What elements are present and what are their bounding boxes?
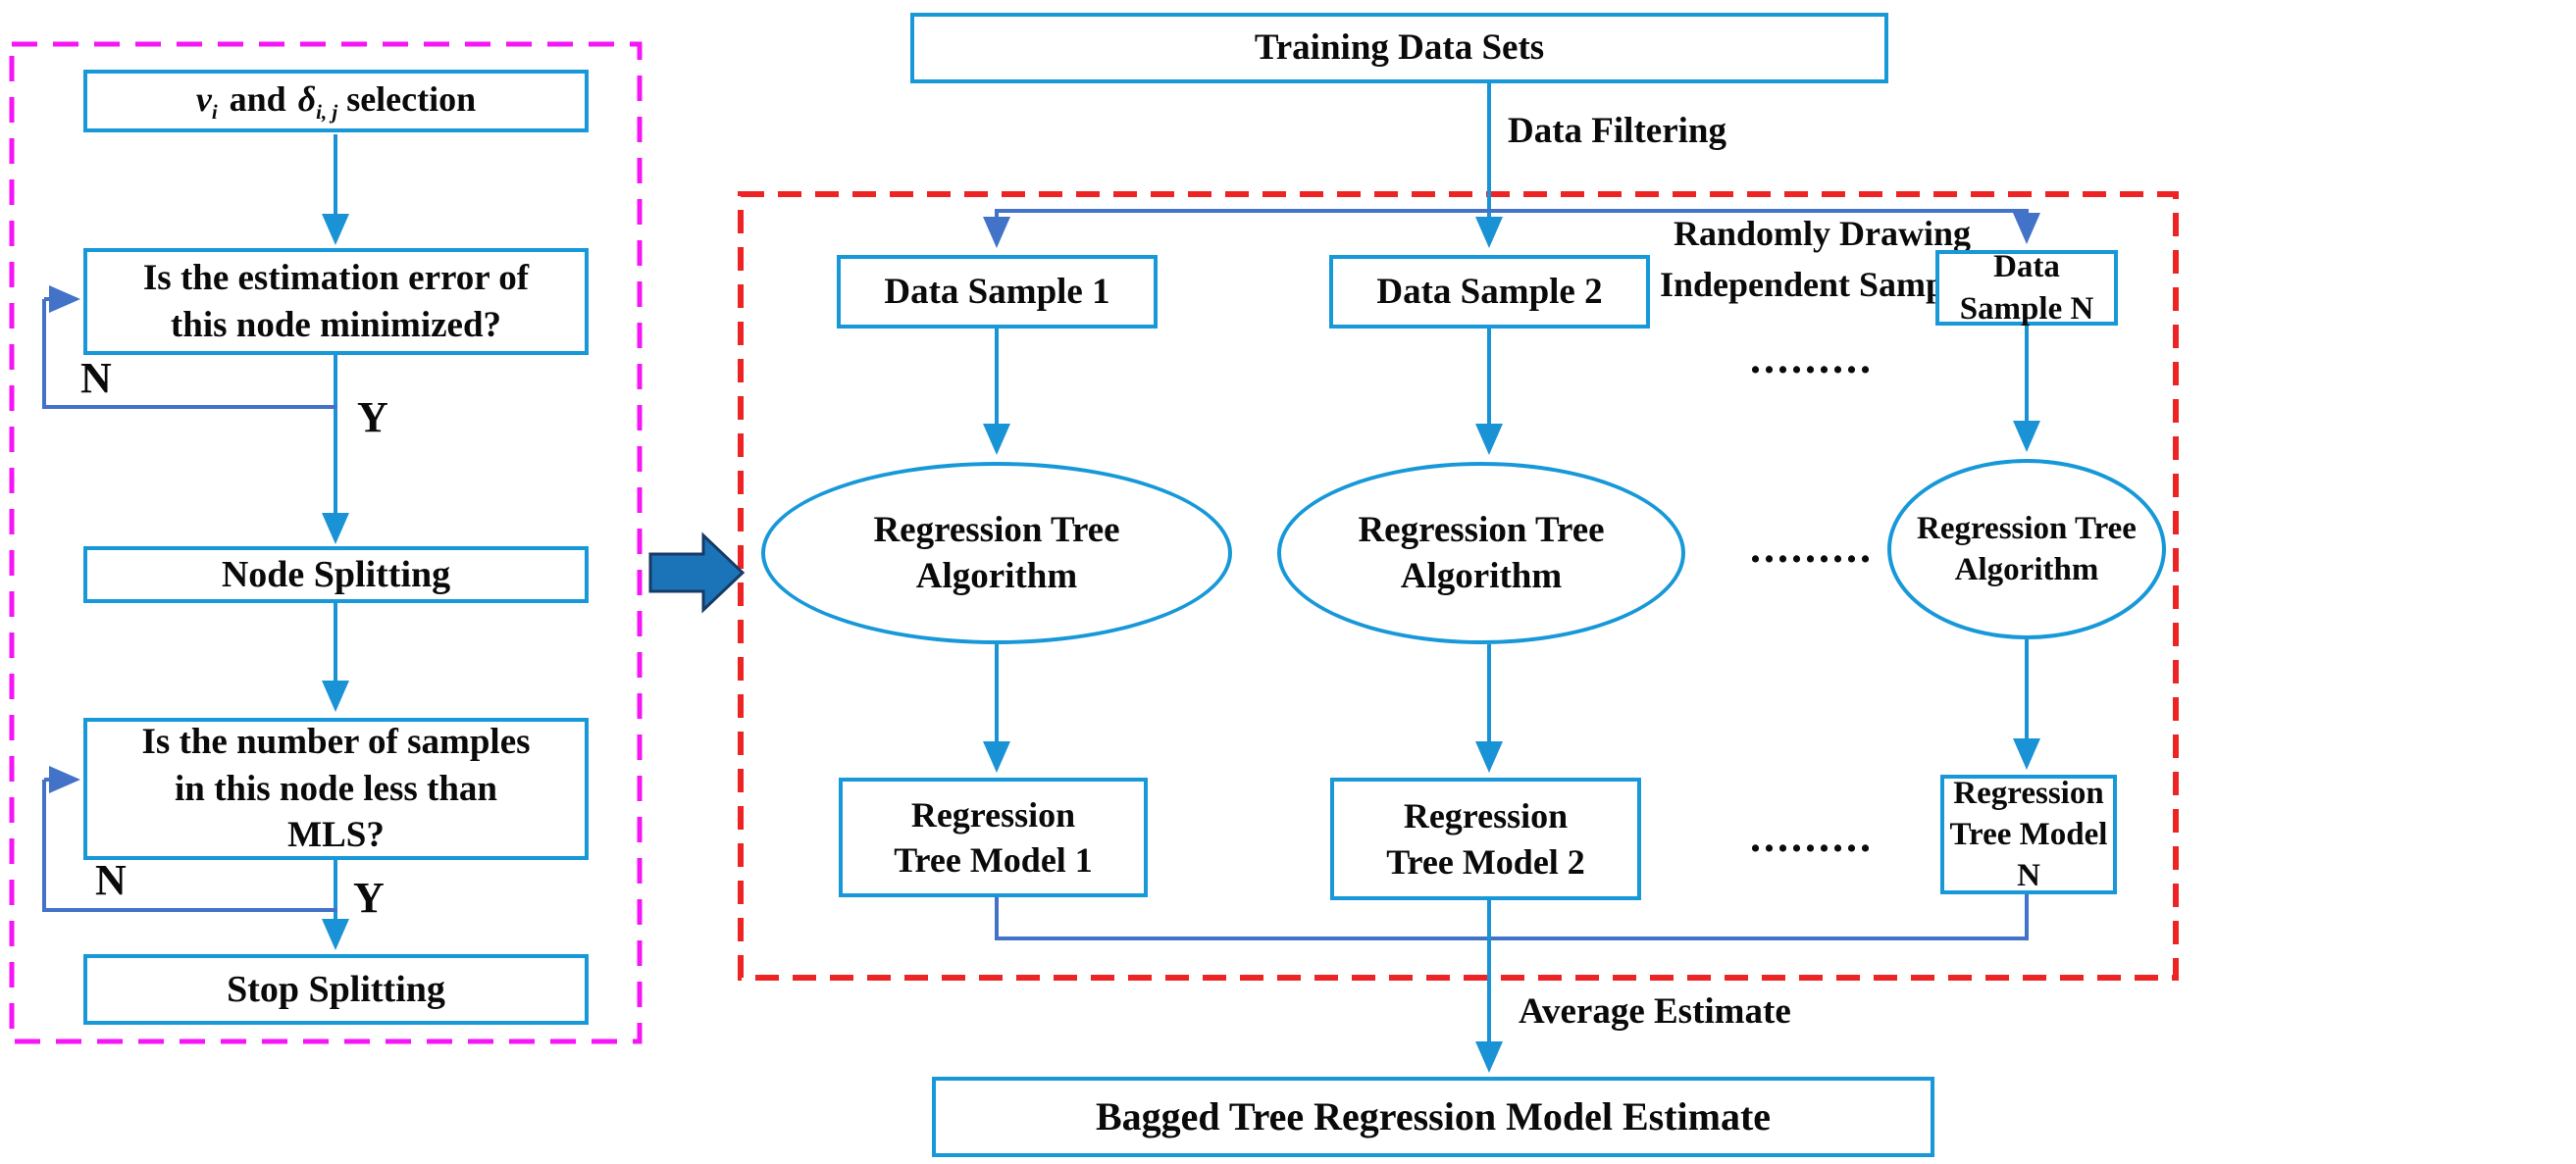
bagged-model-estimate-label: Bagged Tree Regression Model Estimate: [1095, 1094, 1772, 1139]
data-sample-2-node: Data Sample 2: [1329, 255, 1650, 329]
algorithm-label-line: Regression Tree: [1917, 510, 2137, 546]
model-label-line: Regression: [910, 794, 1076, 835]
mls-decision-node: Is the number of samples in this node le…: [83, 718, 589, 860]
panel-link-block-arrow-icon: [648, 531, 746, 614]
model-label-line: Regression: [1403, 796, 1569, 836]
regression-tree-model-2-node: Regression Tree Model 2: [1330, 778, 1641, 900]
node-splitting-label: Node Splitting: [221, 553, 451, 595]
decision-line: MLS?: [287, 815, 385, 856]
no-branch-label: N: [80, 354, 112, 402]
yes-branch-label: Y: [353, 874, 385, 922]
data-sample-label: Data Sample N: [1959, 249, 2094, 327]
average-estimate-label: Average Estimate: [1519, 991, 1791, 1032]
model-label-line: Tree Model 1: [894, 840, 1093, 880]
algorithm-label-line: Regression Tree: [1358, 509, 1605, 550]
stop-splitting-node: Stop Splitting: [83, 954, 589, 1025]
decision-line: this node minimized?: [170, 304, 502, 345]
regression-tree-algorithm-2-node: Regression Tree Algorithm: [1277, 462, 1685, 644]
data-sample-n-node: Data Sample N: [1935, 249, 2118, 327]
decision-line: Is the number of samples: [141, 722, 531, 763]
regression-tree-algorithm-1-node: Regression Tree Algorithm: [761, 462, 1232, 644]
algorithm-label-line: Algorithm: [915, 556, 1078, 596]
stop-splitting-label: Stop Splitting: [227, 968, 445, 1010]
training-data-sets-label: Training Data Sets: [1254, 27, 1545, 69]
algorithm-label-line: Regression Tree: [873, 509, 1120, 550]
decision-line: in this node less than: [175, 768, 497, 809]
decision-line: Is the estimation error of: [142, 258, 530, 299]
regression-tree-model-1-node: Regression Tree Model 1: [839, 778, 1148, 897]
ellipsis-dots: .........: [1750, 524, 1874, 572]
algorithm-label-line: Algorithm: [1954, 552, 2099, 587]
training-data-sets-node: Training Data Sets: [910, 13, 1888, 83]
node-splitting-node: Node Splitting: [83, 546, 589, 603]
data-sample-label: Data Sample 1: [884, 271, 1110, 312]
random-sampling-note: Randomly Drawing Independent Samples: [1658, 208, 1986, 310]
data-filtering-label: Data Filtering: [1508, 111, 1726, 151]
bagging-panel-dashed-border: [738, 191, 2179, 981]
model-label-line: Tree Model N: [1949, 816, 2108, 894]
regression-tree-model-n-node: Regression Tree Model N: [1940, 775, 2117, 894]
model-label-line: Regression: [1953, 775, 2104, 811]
random-sampling-note-line: Independent Samples: [1659, 265, 1985, 305]
yes-branch-label: Y: [357, 393, 388, 441]
model-label-line: Tree Model 2: [1386, 841, 1585, 882]
data-sample-1-node: Data Sample 1: [837, 255, 1158, 329]
ellipsis-dots: .........: [1750, 813, 1874, 861]
left-panel-dashed-border: [9, 41, 643, 1044]
estimation-error-decision-node: Is the estimation error of this node min…: [83, 248, 589, 355]
data-sample-label: Data Sample 2: [1376, 271, 1603, 312]
regression-tree-algorithm-n-node: Regression Tree Algorithm: [1887, 459, 2166, 639]
bagged-model-estimate-node: Bagged Tree Regression Model Estimate: [932, 1077, 1934, 1157]
no-branch-label: N: [95, 856, 127, 904]
algorithm-label-line: Algorithm: [1400, 556, 1563, 596]
random-sampling-note-line: Randomly Drawing: [1673, 214, 1972, 253]
ellipsis-dots: .........: [1750, 334, 1874, 382]
